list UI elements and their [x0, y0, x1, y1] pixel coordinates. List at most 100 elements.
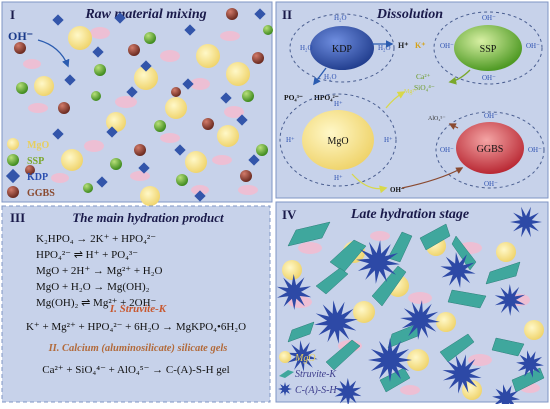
- mgo-particle: [106, 112, 126, 132]
- ggbs-oh-bottom: OH⁻: [484, 180, 498, 188]
- mgo-hydration-shell: [279, 93, 397, 187]
- kdp-particle: [174, 144, 186, 156]
- mgo-particle: [407, 349, 429, 371]
- silicate-ion-label: SiO₄⁴⁻: [414, 83, 435, 92]
- struvite-crystal: [439, 333, 475, 363]
- pink-blob: [160, 133, 180, 143]
- legend-ggbs-swatch: [7, 186, 19, 198]
- aluminate-ion-label: AlO₄⁵⁻: [428, 116, 446, 122]
- pink-blob: [160, 50, 180, 62]
- mgo-particle: [282, 260, 302, 280]
- csh-gel-star: [516, 350, 544, 378]
- csh-gel-star: [334, 378, 362, 406]
- pink-blob: [190, 78, 210, 90]
- kdp-particle: [310, 26, 374, 70]
- mgo-to-magnesium-arrow: [385, 91, 406, 109]
- ggbs-particle: [252, 52, 264, 64]
- ggbs-particle: [226, 8, 238, 20]
- legend4-csh-swatch: [278, 382, 292, 396]
- panel-3-background: [1, 205, 271, 403]
- struvite-crystal: [451, 235, 477, 271]
- kdp-label: KDP: [332, 44, 352, 55]
- calcium-ion-label: Ca²⁺: [416, 72, 431, 81]
- legend4-struvite-swatch: [279, 370, 294, 378]
- mgo-particle: [496, 242, 516, 262]
- kdp-particle: [92, 46, 104, 58]
- ssp-particle: [242, 90, 254, 102]
- ssp-particle: [94, 64, 106, 76]
- struvite-equation: K⁺ + Mg²⁺ + HPO₄²⁻ + 6H₂O → MgKPO₄•6H₂O: [26, 321, 246, 333]
- kdp-particle: [138, 162, 150, 174]
- csh-gel-star: [510, 206, 542, 238]
- ggbs-particle: [202, 118, 214, 130]
- panel-late-hydration-stage: IV Late hydration stage MgO Struvite-K C…: [275, 201, 549, 409]
- ggbs-to-aluminate-arrow: [448, 123, 459, 130]
- ssp-particle: [83, 183, 93, 193]
- gels-equation: Ca²⁺ + SiO₄⁴⁻ + AlO₄⁵⁻ → C-(A)-S-H gel: [42, 364, 229, 376]
- ssp-hydration-shell: [433, 11, 543, 85]
- panel-raw-material-mixing: I Raw material mixing OH⁻ MgO SSP KDP GG…: [1, 1, 273, 206]
- struvite-crystal: [485, 261, 521, 285]
- ssp-particle: [110, 158, 122, 170]
- csh-gel-star: [286, 340, 318, 372]
- ssp-oh-right: OH⁻: [526, 42, 540, 50]
- ggbs-oh-top: OH⁻: [484, 112, 498, 120]
- legend4-struvite-label: Struvite-K: [295, 369, 337, 380]
- csh-gel-star: [368, 338, 412, 382]
- ssp-oh-left: OH⁻: [440, 42, 454, 50]
- kdp-water-top: H₂O: [334, 14, 347, 22]
- pink-blob: [84, 140, 104, 152]
- struvite-crystal: [419, 223, 451, 251]
- legend-ggbs-label: GGBS: [27, 188, 55, 199]
- mgo-particle: [302, 110, 374, 170]
- kdp-water-right: H₂O: [378, 44, 391, 52]
- mgo-particle: [61, 149, 83, 171]
- pink-blob: [212, 155, 232, 165]
- struvite-crystal: [325, 339, 361, 371]
- pink-blob: [370, 231, 390, 241]
- legend-ssp-label: SSP: [27, 156, 44, 167]
- mgo-particle: [140, 186, 160, 206]
- hydroxide-arrow: [37, 39, 70, 68]
- pink-blob: [130, 171, 150, 181]
- magnesium-ion-label: Mg²⁺: [404, 88, 417, 95]
- ssp-particle: [16, 82, 28, 94]
- pink-blob: [400, 385, 420, 395]
- mgo-particle: [436, 312, 456, 332]
- gels-heading: II. Calcium (aluminosilicate) silicate g…: [48, 343, 228, 354]
- panel-3-number: III: [10, 210, 25, 225]
- pink-blob: [115, 96, 137, 108]
- ssp-particle: [263, 25, 273, 35]
- kdp-to-phosphate-arrow: [313, 67, 327, 86]
- legend-ssp-swatch: [7, 154, 19, 166]
- ggbs-oh-right: OH⁻: [528, 146, 542, 154]
- panel-3-title: The main hydration product: [72, 210, 224, 225]
- phosphate-ion-label: PO₄³⁻: [284, 93, 303, 102]
- struvite-crystal: [287, 221, 331, 247]
- kdp-particle: [52, 128, 64, 140]
- ggbs-label: GGBS: [477, 144, 504, 155]
- csh-gel-star: [494, 284, 526, 316]
- ssp-particle: [154, 120, 166, 132]
- pink-blob: [191, 185, 209, 195]
- legend-kdp-label: KDP: [27, 172, 48, 183]
- hydrogen-phosphate-label: HPO₄²⁻: [314, 93, 339, 102]
- panel-1-title: Raw material mixing: [84, 7, 206, 22]
- mgo-particle: [217, 125, 239, 147]
- ggbs-hydration-shell: [435, 111, 545, 189]
- struvite-heading: I. Struvite-K: [109, 303, 167, 315]
- ggbs-particle: [456, 122, 524, 174]
- ssp-particle: [144, 32, 156, 44]
- mgo-to-hydroxide-arrow: [351, 173, 388, 194]
- ggbs-particle: [128, 44, 140, 56]
- pink-blob: [220, 31, 240, 41]
- mgo-h-bottom: H⁺: [334, 174, 343, 182]
- reaction-equations: K₂HPO₄ → 2K⁺ + HPO₄²⁻HPO₄²⁻ ⇌ H⁺ + PO₄³⁻…: [36, 233, 163, 309]
- panel-2-number: II: [282, 7, 292, 22]
- csh-gel-star: [440, 252, 476, 288]
- struvite-crystal: [491, 337, 525, 357]
- legend4-csh-label: C-(A)-S-H: [295, 385, 337, 396]
- pink-blob: [238, 185, 258, 195]
- ssp-particle: [256, 144, 268, 156]
- late-stage-products: [276, 206, 545, 409]
